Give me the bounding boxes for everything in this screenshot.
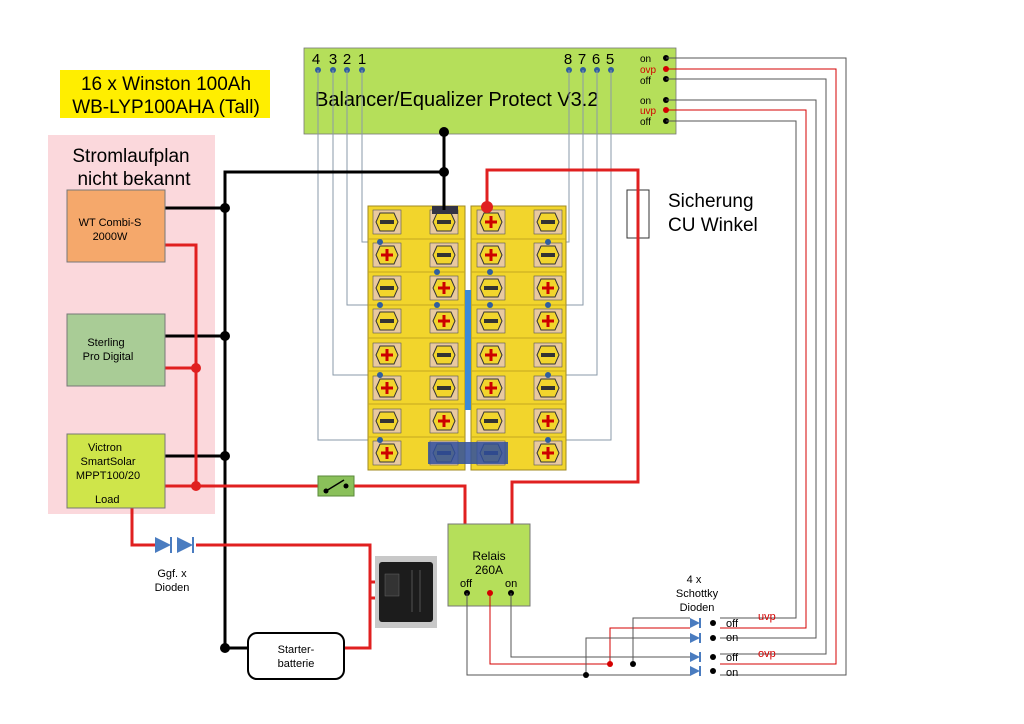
diodes-line2: Dioden bbox=[155, 582, 190, 594]
out-uvp: uvp bbox=[640, 106, 657, 117]
pin-7: 7 bbox=[578, 51, 586, 68]
victron-line2: SmartSolar bbox=[80, 456, 135, 468]
pin-1: 1 bbox=[358, 51, 366, 68]
out-off-1: off bbox=[640, 76, 651, 87]
device-victron: Victron SmartSolar MPPT100/20 Load bbox=[66, 433, 166, 509]
diode-tag-ovp: ovp bbox=[758, 648, 776, 660]
diodes-line1: Ggf. x bbox=[157, 568, 187, 580]
title-highlight bbox=[60, 70, 270, 118]
diode-out-off-2: off bbox=[726, 652, 739, 664]
out-on-1: on bbox=[640, 54, 651, 65]
out-off-2: off bbox=[640, 117, 651, 128]
device-sterling: Sterling Pro Digital bbox=[66, 313, 166, 387]
out-on-2: on bbox=[640, 96, 651, 107]
balancer-output-wires bbox=[666, 57, 847, 676]
title-line1: 16 x Winston 100Ah bbox=[81, 74, 251, 95]
pin-5: 5 bbox=[606, 51, 614, 68]
note-line1: Stromlaufplan bbox=[72, 146, 189, 167]
battery-pack bbox=[367, 205, 567, 471]
relay: Relais 260A off on bbox=[447, 523, 531, 607]
out-ovp: ovp bbox=[640, 65, 657, 76]
fuse-line2: CU Winkel bbox=[668, 215, 758, 236]
schottky-line1: 4 x bbox=[687, 574, 702, 586]
relay-on: on bbox=[505, 578, 517, 590]
device-combi: WT Combi-S 2000W bbox=[66, 189, 166, 263]
schottky-line2: Schottky bbox=[676, 588, 719, 600]
balancer-label: Balancer/Equalizer Protect V3.2 bbox=[315, 89, 599, 111]
pin-4: 4 bbox=[312, 51, 320, 68]
combi-line2: 2000W bbox=[93, 231, 128, 243]
victron-line1: Victron bbox=[88, 442, 122, 454]
pin-8: 8 bbox=[564, 51, 572, 68]
title-line2: WB-LYP100AHA (Tall) bbox=[72, 97, 260, 118]
note-line2: nicht bekannt bbox=[77, 169, 191, 190]
starter-line1: Starter- bbox=[278, 644, 315, 656]
relay-line2: 260A bbox=[475, 563, 503, 577]
diode-out-off-1: off bbox=[726, 618, 739, 630]
fuse-line1: Sicherung bbox=[668, 191, 754, 212]
b2b-charger bbox=[375, 556, 437, 628]
victron-load: Load bbox=[95, 494, 119, 506]
blocking-diodes bbox=[155, 537, 194, 553]
diode-out-on-2: on bbox=[726, 667, 738, 679]
pin-3: 3 bbox=[329, 51, 337, 68]
balancer-board bbox=[303, 47, 677, 135]
balance-sense-lines bbox=[317, 70, 612, 441]
balancer-pins-right: 8 7 6 5 bbox=[564, 51, 614, 73]
diode-tag-uvp: uvp bbox=[758, 611, 776, 623]
sterling-line2: Pro Digital bbox=[83, 351, 134, 363]
starter-line2: batterie bbox=[278, 658, 315, 670]
relay-line1: Relais bbox=[472, 549, 505, 563]
victron-line3: MPPT100/20 bbox=[76, 470, 140, 482]
combi-line1: WT Combi-S bbox=[79, 217, 142, 229]
relay-off: off bbox=[460, 578, 473, 590]
starter-battery: Starter- batterie bbox=[247, 632, 345, 680]
schottky-diodes bbox=[689, 617, 716, 677]
positive-wires bbox=[130, 168, 640, 650]
schottky-line3: Dioden bbox=[680, 602, 715, 614]
relay-control-junctions bbox=[583, 661, 636, 678]
switch-symbol bbox=[317, 475, 355, 497]
sterling-line1: Sterling bbox=[87, 337, 124, 349]
pin-6: 6 bbox=[592, 51, 600, 68]
diode-out-on-1: on bbox=[726, 632, 738, 644]
pin-2: 2 bbox=[343, 51, 351, 68]
